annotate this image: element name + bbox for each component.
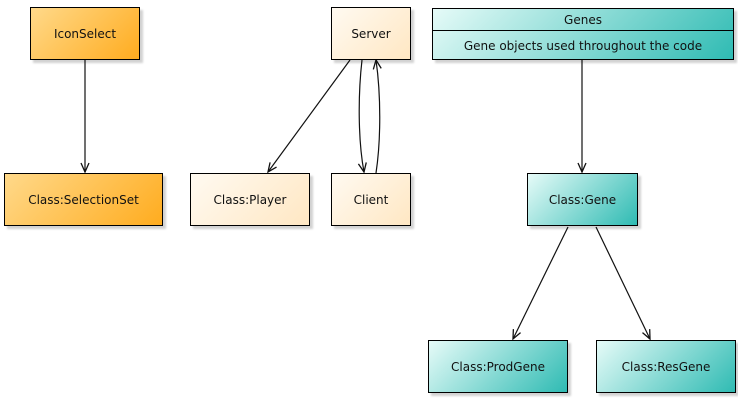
node-server[interactable]: Server [331, 7, 411, 60]
node-resgene-label: Class:ResGene [621, 359, 711, 374]
group-genes[interactable]: Genes Gene objects used throughout the c… [432, 8, 734, 60]
edge-gene-prodgene [512, 226, 569, 341]
node-server-label: Server [351, 26, 391, 41]
edge-server-client [357, 59, 367, 174]
node-prodgene[interactable]: Class:ProdGene [428, 340, 568, 393]
node-gene[interactable]: Class:Gene [527, 173, 638, 226]
node-player[interactable]: Class:Player [190, 173, 310, 226]
node-gene-label: Class:Gene [548, 192, 617, 207]
node-iconselect-label: IconSelect [53, 26, 117, 41]
node-client[interactable]: Client [331, 173, 411, 226]
node-selectionset[interactable]: Class:SelectionSet [4, 173, 163, 226]
node-prodgene-label: Class:ProdGene [451, 359, 545, 374]
edge-gene-resgene [595, 226, 651, 341]
group-genes-title: Genes [433, 9, 733, 31]
node-resgene[interactable]: Class:ResGene [596, 340, 736, 393]
edge-client-server [372, 58, 382, 174]
node-client-label: Client [353, 192, 389, 207]
group-genes-subtitle: Gene objects used throughout the code [463, 39, 703, 53]
node-player-label: Class:Player [213, 192, 287, 207]
node-selectionset-label: Class:SelectionSet [28, 192, 139, 207]
edge-server-player [267, 59, 351, 174]
node-iconselect[interactable]: IconSelect [30, 7, 140, 60]
